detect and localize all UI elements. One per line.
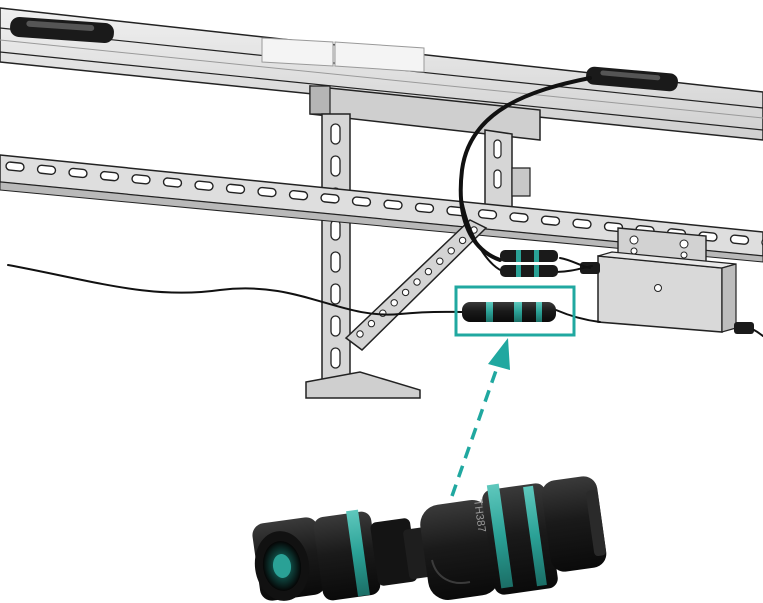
brace-hole [367,319,376,328]
post-slot [330,251,341,273]
string-cable [753,329,763,337]
rail-cable-clip-left [10,17,114,43]
brace-hole [390,299,398,307]
brace-hole [424,267,433,276]
rail-slot [572,218,592,230]
rail-slot [509,212,529,223]
brace-hole [447,247,455,255]
junction-cable [555,265,593,273]
rail-slot [477,209,498,220]
brace-hole [413,278,421,286]
rail-slot [729,234,750,245]
rail-slot [68,167,88,179]
post-slot [330,123,341,145]
brace-hole [356,330,364,338]
post-slot [330,283,341,305]
rail-slot [320,193,340,204]
rail-slot [257,186,277,198]
brace-hole [436,257,444,265]
connector-plug-left [252,509,435,601]
vertical-post-left [305,113,421,399]
diagonal-brace [344,219,488,351]
rail-cable-clip-right [586,66,678,92]
rail-slot [131,174,151,185]
small-connector-upper [500,250,558,262]
rail-slot [225,183,246,195]
string-cable [7,264,463,316]
junction-box-gland [734,322,754,334]
rail-slot [540,215,561,226]
post-slot [330,315,341,337]
rail-slot [5,161,25,172]
rail-slot [288,190,309,201]
rail-slot [194,180,214,191]
dashed-arrow-up-icon [450,338,510,497]
rail-slot [162,177,183,188]
rail-label-plate [334,41,425,73]
post-slot [330,219,341,241]
rail-label-plate [261,37,334,67]
rail-slot [99,170,120,182]
rail-slot [761,237,763,249]
string-cable [555,309,601,323]
rail-slot [383,199,403,210]
rail-slot [414,202,435,214]
junction-box [580,227,754,334]
top-mounting-rail [0,7,763,141]
connector-enlarged-view: TH387 [252,476,607,601]
post-slot [330,347,341,369]
brace-hole [458,236,467,245]
connector-socket-right: TH387 [420,476,607,600]
small-connector-lower [500,265,558,277]
inline-connector-small [462,302,556,322]
connector-marking: TH387 [471,499,487,533]
highlight-box-icon [454,285,576,337]
rail-slot [351,196,372,207]
brace-hole [401,288,410,297]
rail-slot [36,164,57,175]
post-slot [330,155,341,177]
